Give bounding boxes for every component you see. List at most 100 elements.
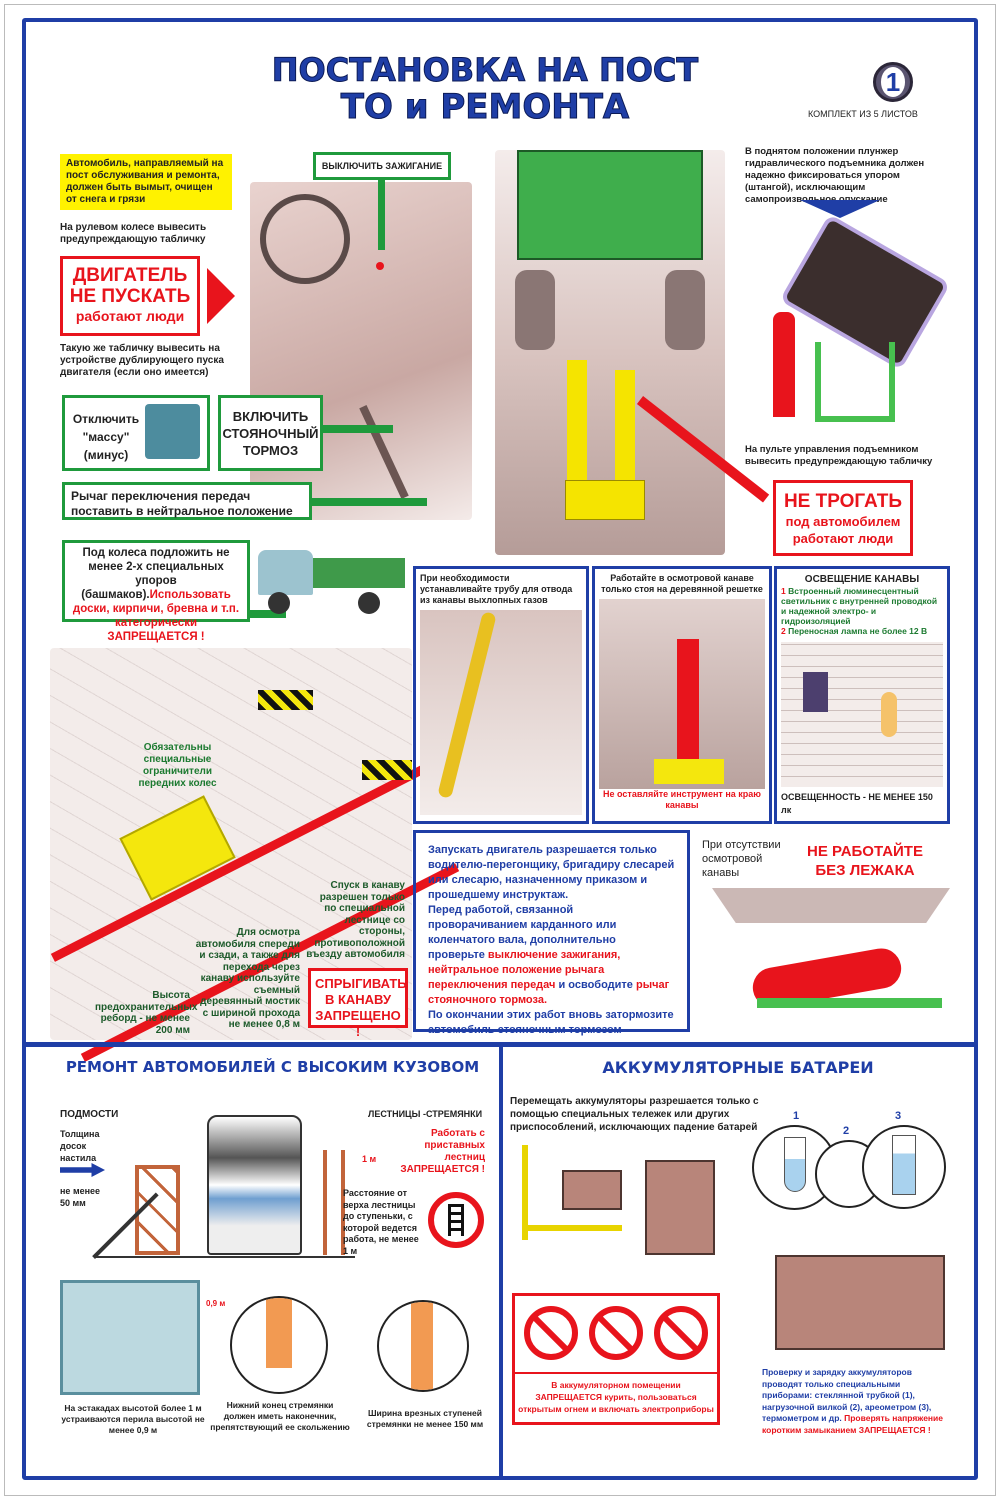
ladder-foot-illustration: [230, 1296, 328, 1394]
prohibition-line-a: В аккумуляторном помещении: [551, 1380, 681, 1390]
ladders-label: ЛЕСТНИЦЫ -СТРЕМЯНКИ: [368, 1109, 483, 1119]
engine-start-rules: Запускать двигатель разрешается только в…: [413, 830, 690, 1036]
battery-moving-note: Перемещать аккумуляторы разрешается толь…: [510, 1096, 759, 1133]
rule-2b: выключение зажигания, нейтральное положе…: [428, 949, 621, 991]
rule-1: Запускать двигатель разрешается только в…: [428, 844, 675, 901]
do-not-touch-sign: НЕ ТРОГАТЬ под автомобилем работают люди: [773, 480, 913, 556]
grate-warning: Не оставляйте инструмент на краю канавы: [603, 789, 761, 810]
no-jump-sign: СПРЫГИВАТЬ В КАНАВУ ЗАПРЕЩЕНО !: [308, 968, 408, 1039]
rule-2c: и освободите: [555, 979, 636, 991]
lighting-title: ОСВЕЩЕНИЕ КАНАВЫ: [804, 574, 920, 585]
marker-1: 1: [781, 586, 786, 596]
lighting-panel: ОСВЕЩЕНИЕ КАНАВЫ 1 Встроенный люминесцен…: [774, 566, 950, 824]
wheel-chocks-box: Под колеса подложить не менее 2-х специа…: [62, 540, 250, 643]
poster-outer-border: [4, 4, 996, 1496]
sign-line1: ДВИГАТЕЛЬ: [72, 265, 188, 286]
scaffold-label: ПОДМОСТИ: [60, 1109, 119, 1120]
battery-check-illustration: [775, 1255, 945, 1350]
rule-2a: Перед работой, связанной проворачиванием…: [428, 904, 617, 961]
green-arrow-icon: [323, 425, 393, 433]
truck-over-pit-illustration: [495, 150, 725, 555]
wash-note: Автомобиль, направляемый на пост обслужи…: [60, 154, 232, 210]
worker-on-grate-illustration: [599, 599, 765, 789]
gear-lever-icon: [359, 404, 409, 500]
step-width-note: Ширина врезных ступеней стремянки не мен…: [366, 1408, 484, 1429]
sign-line3: работают люди: [75, 308, 185, 324]
instrument-1-label: 1: [793, 1110, 800, 1122]
wheel-stop-hazard: [362, 760, 412, 780]
disconnect-ground-box: Отключить "массу" (минус): [62, 395, 210, 471]
min-50mm: не менее 50 мм: [60, 1186, 101, 1208]
sign-line2: НЕ ПУСКАТЬ: [69, 286, 191, 307]
no-electric-appliances-icon: [653, 1306, 708, 1360]
hydrometer-circle: [862, 1125, 946, 1209]
plunger-note: В поднятом положении плунжер гидравличес…: [745, 146, 925, 205]
rule-2d: рычаг стояночного тормоза.: [428, 979, 670, 1006]
grate-panel: Работайте в осмотровой канаве только сто…: [592, 566, 772, 824]
lighting-item-2: Переносная лампа не более 12 В: [788, 626, 928, 636]
no-open-flame-icon: [588, 1306, 643, 1360]
battery-trolley-illustration: [512, 1145, 632, 1245]
bus-scaffold-illustration: [92, 1090, 355, 1260]
red-arrow-icon: [207, 268, 235, 324]
no-ladder-icon: [428, 1192, 484, 1248]
board-thickness: Толщина досок настила: [60, 1129, 100, 1163]
grate-note: Работайте в осмотровой канаве только сто…: [601, 573, 763, 594]
green-arrow-icon: [312, 498, 427, 506]
chocks-forbidden-text: Использовать доски, кирпичи, бревна и т.…: [72, 589, 240, 643]
wheel-stops-note: Обязательны специальные ограничители пер…: [138, 742, 217, 789]
bridge-note: Для осмотра автомобиля спереди и сзади, …: [195, 927, 300, 1030]
vertical-divider: [499, 1047, 503, 1477]
exhaust-panel: При необходимости устанавливайте трубу д…: [413, 566, 589, 824]
overpass-illustration: [60, 1280, 200, 1395]
blue-triangle-icon: [800, 200, 880, 218]
ladder-step-illustration: [377, 1300, 469, 1392]
lighting-item-1: Встроенный люминесцентный светильник с в…: [781, 586, 938, 626]
distance-note: Расстояние от верха лестницы до ступеньк…: [343, 1188, 419, 1256]
pit-lighting-illustration: [781, 642, 943, 787]
creeper-note: При отсутствии осмотровой канавы: [702, 839, 781, 879]
lighting-level: ОСВЕЩЕННОСТЬ - НЕ МЕНЕЕ 150 лк: [781, 792, 933, 815]
wheel-sign-note: На рулевом колесе вывесить предупреждающ…: [60, 222, 207, 245]
section-divider: [26, 1042, 974, 1047]
engine-warning-sign: ДВИГАТЕЛЬ НЕ ПУСКАТЬ работают люди: [60, 256, 200, 336]
set-note: КОМПЛЕКТ ИЗ 5 ЛИСТОВ: [808, 109, 918, 119]
steering-wheel-icon: [260, 194, 350, 284]
instrument-2-label: 2: [843, 1125, 850, 1137]
ground-text: Отключить "массу" (минус): [72, 412, 140, 462]
prohibition-line-b: ЗАПРЕЩАЕТСЯ курить, пользоваться открыты…: [518, 1392, 714, 1414]
battery-switch-icon: [145, 404, 200, 459]
ladder-foot-note: Нижний конец стремянки должен иметь нако…: [210, 1400, 350, 1432]
one-meter: 1 м: [362, 1154, 377, 1164]
green-arrow-icon: [250, 610, 286, 618]
rule-3: По окончании этих работ вновь затормозит…: [428, 1009, 674, 1036]
descent-note: Спуск в канаву разрешен только по специа…: [306, 880, 405, 960]
check-text-a: Проверку и зарядку аккумуляторов проводя…: [762, 1367, 932, 1423]
gear-neutral-box: Рычаг переключения передач поставить в н…: [62, 482, 312, 520]
wooden-bridge: [119, 795, 236, 901]
no-smoking-icon: [524, 1306, 579, 1360]
battery-carry-illustration: [645, 1160, 715, 1255]
chocks-text: Под колеса подложить не менее 2-х специа…: [81, 547, 230, 601]
parking-brake-box: ВКЛЮЧИТЬ СТОЯНОЧНЫЙ ТОРМОЗ: [218, 395, 323, 471]
sign-line3: работают люди: [792, 531, 894, 546]
exhaust-note: При необходимости устанавливайте трубу д…: [420, 573, 573, 605]
car-lift-illustration: [765, 213, 951, 437]
duplicate-note: Такую же табличку вывесить на устройстве…: [60, 343, 224, 378]
marker-2: 2: [781, 626, 786, 636]
overpass-note: На эстакадах высотой более 1 м устраиваю…: [61, 1403, 205, 1435]
ignition-indicator-icon: [376, 262, 384, 270]
high-body-title: РЕМОНТ АВТОМОБИЛЕЙ С ВЫСОКИМ КУЗОВОМ: [65, 1058, 480, 1076]
creeper-warning: НЕ РАБОТАЙТЕ БЕЗ ЛЕЖАКА: [807, 843, 923, 879]
no-lean-ladders: Работать с приставных лестниц ЗАПРЕЩАЕТС…: [400, 1128, 485, 1175]
title-line1: ПОСТАНОВКА НА ПОСТ: [271, 51, 699, 89]
rail-height: 0,9 м: [206, 1299, 226, 1308]
curb-height-note: Высота предохранительных реборд - не мен…: [95, 990, 198, 1036]
exhaust-pipe-illustration: [420, 610, 582, 815]
sign-line2: под автомобилем: [785, 514, 901, 529]
mechanic-on-creeper-illustration: [712, 888, 950, 1028]
battery-check-note: Проверку и зарядку аккумуляторов проводя…: [762, 1367, 952, 1436]
wheel-stop-hazard: [258, 690, 313, 710]
truck-illustration: [258, 540, 408, 620]
